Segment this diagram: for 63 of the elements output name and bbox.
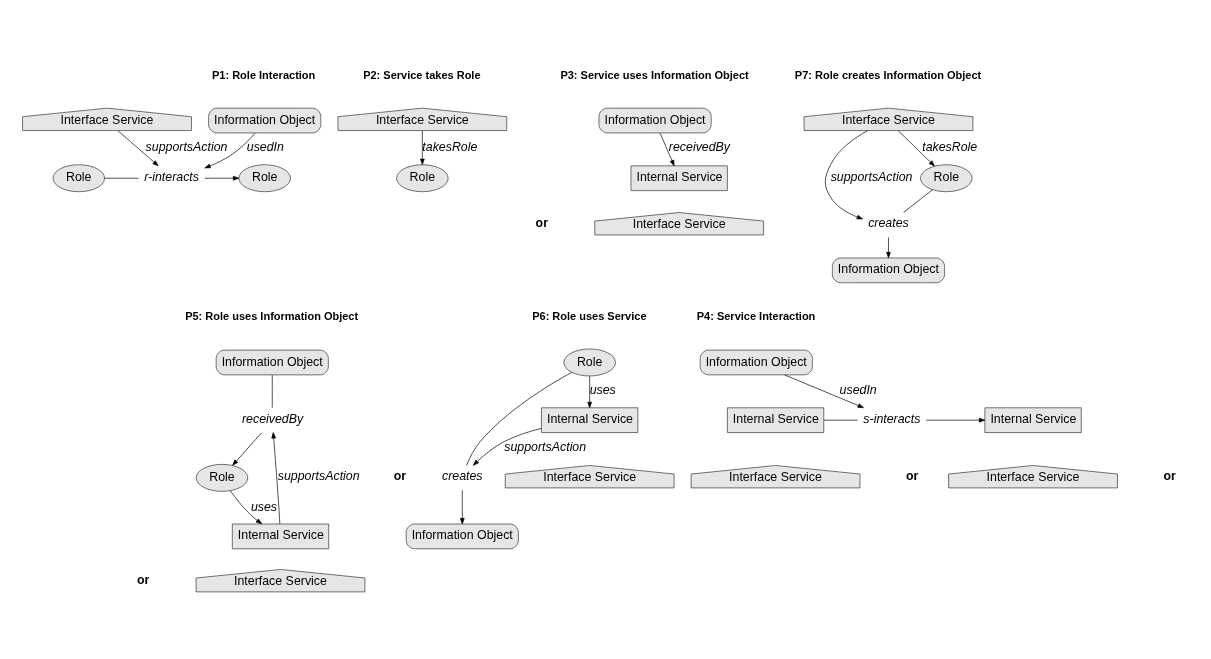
edge-label: supportsAction	[145, 140, 228, 155]
node-box: Information Object	[832, 257, 945, 284]
arrow	[886, 237, 891, 259]
arrow	[460, 490, 465, 525]
label: or	[1163, 469, 1176, 484]
label: P2: Service takes Role	[363, 69, 481, 82]
edge-label: takesRole	[922, 140, 978, 155]
arrow	[229, 490, 263, 525]
arrow	[587, 375, 592, 408]
edge-label: receivedBy	[668, 140, 731, 155]
label: P3: Service uses Information Object	[560, 69, 749, 82]
node-text: creates	[868, 216, 909, 231]
connector	[903, 189, 933, 213]
node-ellipse: Role	[920, 164, 973, 193]
node-text: s-interacts	[863, 411, 921, 426]
node-text: creates	[441, 469, 483, 484]
label: P1: Role Interaction	[212, 69, 316, 82]
arrow	[204, 175, 240, 181]
label: P4: Service Interaction	[696, 309, 816, 322]
arrow	[204, 132, 256, 169]
label: or	[535, 216, 548, 231]
edge-label: uses	[589, 383, 616, 398]
node-box: Information Object	[699, 349, 813, 376]
arrow	[473, 428, 542, 466]
edge-label: supportsAction	[830, 169, 913, 184]
node-box: Information Object	[215, 349, 329, 376]
label: P6: Role uses Service	[532, 309, 647, 322]
node-box: Information Object	[405, 523, 519, 550]
arrow	[659, 132, 675, 167]
label: P5: Role uses Information Object	[185, 309, 359, 322]
arrow	[824, 130, 868, 220]
node-text: receivedBy	[241, 411, 304, 426]
node-ellipse: Role	[396, 164, 449, 193]
node-box: Internal Service	[541, 407, 639, 433]
node-box: Internal Service	[984, 407, 1082, 433]
node-ellipse: Role	[238, 164, 291, 193]
arrow	[784, 374, 864, 409]
edge-label: supportsAction	[277, 469, 360, 484]
edge-label: supportsAction	[504, 439, 587, 454]
connector	[466, 372, 573, 466]
node-ellipse: Role	[52, 164, 105, 193]
node-box: Internal Service	[727, 407, 825, 433]
label: P7: Role creates Information Object	[794, 69, 982, 82]
arrow	[117, 130, 159, 167]
label: or	[906, 469, 919, 484]
arrow	[897, 130, 935, 167]
arrow	[271, 432, 281, 525]
label: or	[393, 469, 407, 484]
arrow	[232, 432, 262, 466]
node-ellipse: Role	[195, 464, 249, 492]
edge-label: usedIn	[839, 383, 877, 398]
node-box: Information Object	[598, 107, 712, 134]
arrow	[420, 130, 425, 165]
edge-label: usedIn	[246, 140, 284, 155]
node-text: r-interacts	[144, 169, 199, 184]
node-ellipse: Role	[563, 348, 616, 377]
edge-label: takesRole	[422, 140, 478, 155]
node-box: Internal Service	[232, 523, 330, 550]
node-box: Information Object	[208, 107, 322, 134]
node-box: Internal Service	[630, 165, 728, 191]
edge-label: uses	[250, 499, 278, 514]
arrow	[925, 417, 986, 423]
label: or	[136, 573, 150, 588]
